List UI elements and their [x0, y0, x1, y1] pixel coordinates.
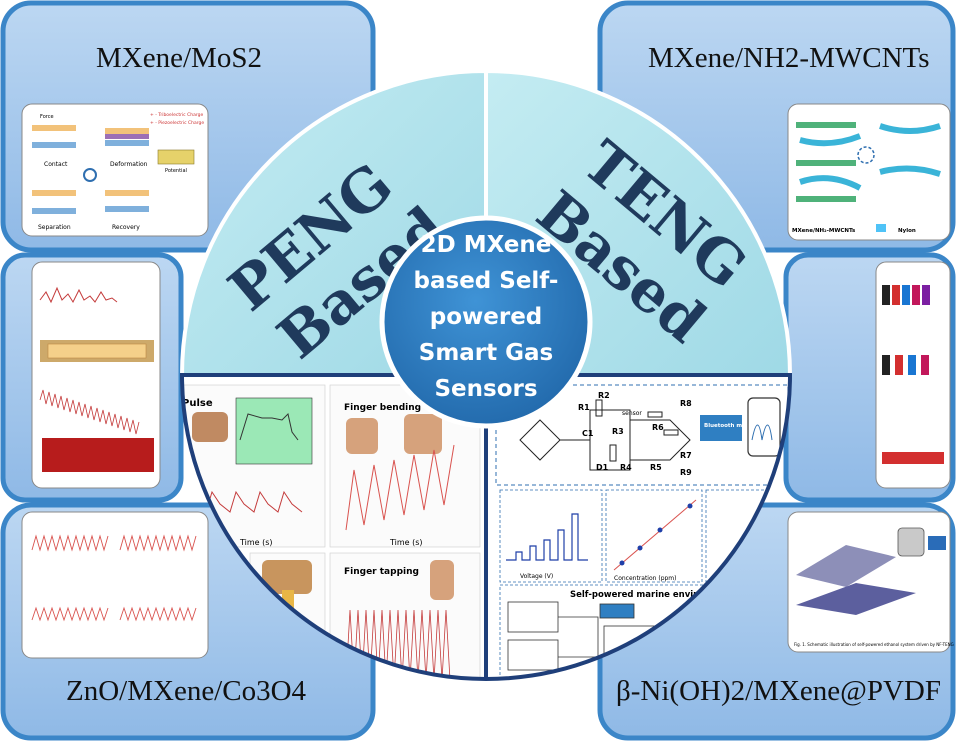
cnt-schematic: MXene/NH₂-MWCNTs Nylon	[787, 103, 951, 241]
center-line-1: 2D MXene	[421, 232, 552, 258]
bluetooth-module-label: Bluetooth module	[704, 423, 760, 429]
zno-plots	[21, 511, 209, 659]
center-line-2: based Self-	[414, 268, 559, 294]
peng-time-label: Time (s)	[239, 538, 273, 547]
corner-label-top-right: MXene/NH2-MWCNTs	[648, 42, 930, 74]
circuit-label-r8: R8	[680, 399, 692, 408]
center-line-3: powered	[430, 304, 543, 330]
circuit-label-r5: R5	[650, 463, 662, 472]
center-line-5: Sensors	[434, 376, 537, 402]
mos2-label-contact: Contact	[44, 161, 68, 168]
corner-label-bottom-right: β-Ni(OH)2/MXene@PVDF	[616, 675, 941, 707]
circuit-label-r1: R1	[578, 403, 590, 412]
cycle-arrow-icon	[83, 168, 97, 182]
mos2-label-separation: Separation	[38, 224, 71, 231]
cnt-legend-left: MXene/NH₂-MWCNTs	[792, 228, 856, 234]
circuit-label-r3: R3	[612, 427, 624, 436]
circuit-label-c1: C1	[582, 429, 594, 438]
circuit-label-d1: D1	[596, 463, 609, 472]
lower-outline	[179, 373, 793, 681]
circuit-label-r4: R4	[620, 463, 632, 472]
mos2-label-potential: Potential	[165, 168, 187, 174]
circuit-label-r7: R7	[680, 451, 692, 460]
mos2-label-recovery: Recovery	[112, 224, 140, 231]
pulse-title: Pulse	[182, 398, 213, 409]
center-title: 2D MXene based Self- powered Smart Gas S…	[414, 232, 559, 402]
mos2-label-force: Force	[40, 114, 54, 120]
nioh2-system: Fig. 1. Schematic illustration of self-p…	[787, 511, 954, 653]
circuit-label-r2: R2	[598, 391, 610, 400]
nioh2-caption: Fig. 1. Schematic illustration of self-p…	[794, 642, 954, 647]
phone-icon	[747, 397, 781, 457]
finger-bending-title: Finger bending	[344, 403, 421, 413]
voltage-axis-label: Voltage (V)	[520, 573, 553, 580]
stretch-plots	[31, 261, 161, 489]
mos2-label-deformation: Deformation	[110, 161, 148, 168]
hand-icon	[192, 412, 228, 442]
finger-tapping-title: Finger tapping	[344, 567, 419, 577]
voltage-plots	[875, 261, 951, 489]
circuit-label-r9: R9	[680, 468, 692, 477]
mos2-schematic: Force Contact Deformation Separation Rec…	[21, 103, 209, 237]
corner-label-top-left: MXene/MoS2	[96, 42, 262, 74]
circuit-label-r6: R6	[652, 423, 664, 432]
bending-time-label: Time (s)	[389, 538, 423, 547]
concentration-axis-label: Concentration (ppm)	[614, 575, 677, 582]
mos2-legend-piezo: + - Piezoelectric Charge	[150, 120, 204, 126]
corner-label-bottom-left: ZnO/MXene/Co3O4	[66, 675, 307, 707]
center-line-4: Smart Gas	[419, 340, 554, 366]
marine-monitoring-title: Self-powered marine environment monitori…	[570, 590, 790, 600]
finger-icon	[430, 560, 454, 600]
circuit-label-sensor: sensor	[622, 410, 642, 417]
center-circle	[379, 215, 593, 429]
mos2-legend-tribo: + - Triboelectric Charge	[150, 112, 203, 118]
cnt-legend-right: Nylon	[898, 228, 916, 234]
